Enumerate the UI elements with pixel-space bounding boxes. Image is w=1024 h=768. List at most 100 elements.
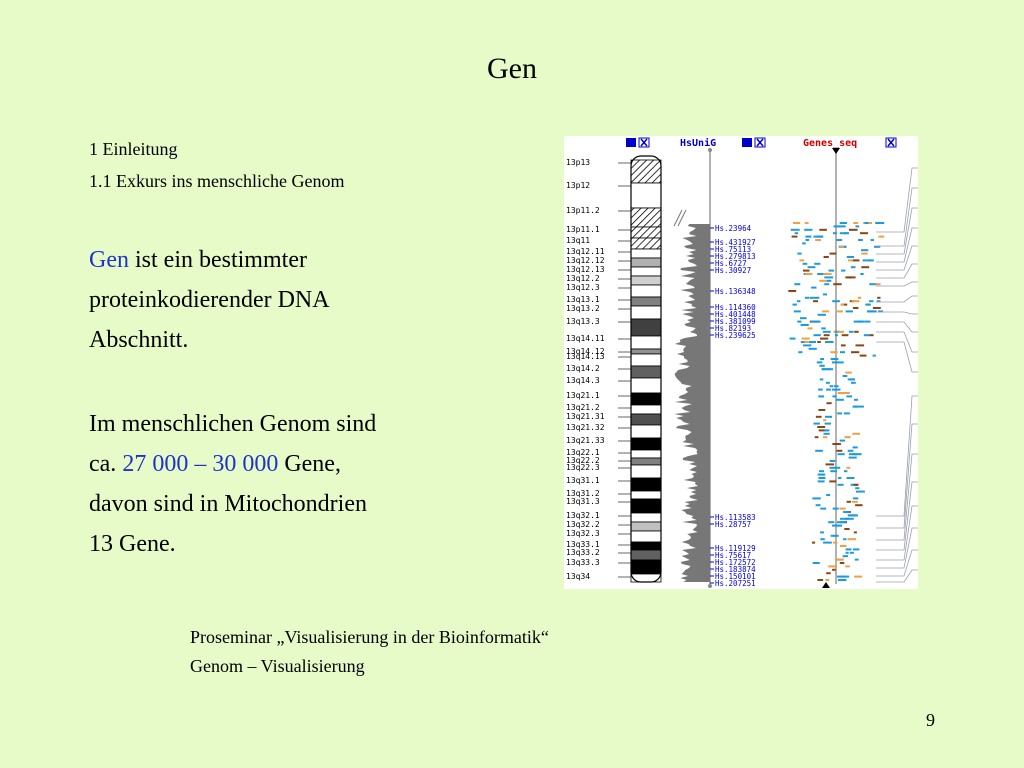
unigene-label: Hs.75113 (715, 245, 751, 254)
band-13q21.31 (630, 413, 662, 426)
gene-definition-line-1: Gen ist ein bestimmter (89, 240, 330, 280)
band-13p13 (630, 159, 662, 184)
band-label: 13q12.12 (566, 256, 605, 265)
unigene-label: Hs.23964 (715, 224, 752, 233)
connector-lines (876, 167, 918, 583)
band-13q13.2 (630, 305, 662, 320)
footer-course-title: Proseminar „Visualisierung in der Bioinf… (190, 627, 549, 647)
band-13q21.2 (630, 404, 662, 415)
band-13q14.12 (630, 348, 662, 355)
band-label: 13q13.3 (566, 317, 600, 326)
band-label: 13q12.11 (566, 247, 605, 256)
slide-title: Gen (487, 52, 537, 85)
band-13q32.1 (630, 512, 662, 523)
band-label: 13q33.2 (566, 548, 600, 557)
band-label: 13q13.1 (566, 295, 600, 304)
band-label: 13q22.3 (566, 463, 600, 472)
band-label: 13q22.2 (566, 456, 600, 465)
track-header-genes-seq: Genes_seq (803, 138, 857, 149)
band-label: 13q31.1 (566, 476, 600, 485)
track-header-icons-left (626, 137, 650, 148)
gene-count-suffix: Gene, (278, 451, 341, 477)
band-13p11.1 (630, 226, 662, 239)
band-13q14.2 (630, 365, 662, 379)
band-label: 13q21.1 (566, 391, 600, 400)
gene-term: Gen (89, 247, 129, 273)
gene-count-paragraph: Im menschlichen Genom sind ca. 27 000 – … (89, 404, 376, 564)
band-13p12 (630, 182, 662, 209)
band-label: 13q32.2 (566, 520, 600, 529)
band-13q21.33 (630, 437, 662, 451)
band-label: 13q14.3 (566, 376, 600, 385)
band-label: 13q12.2 (566, 274, 600, 283)
band-13q22.3 (630, 464, 662, 479)
unigene-label: Hs.28757 (715, 520, 751, 529)
band-13q12.2 (630, 275, 662, 286)
band-label: 13q32.1 (566, 511, 600, 520)
density-shape (674, 224, 710, 582)
band-13q12.3 (630, 284, 662, 298)
gene-definition-text: ist ein bestimmter (128, 247, 307, 273)
band-label: 13q12.3 (566, 283, 600, 292)
band-label: 13p11.2 (566, 206, 600, 215)
unigene-label: Hs.119129 (715, 544, 756, 553)
band-label: 13q21.31 (566, 412, 605, 421)
gene-count-line-3: davon sind in Mitochondrien (89, 491, 367, 517)
gene-definition-line-3: Abschnitt. (89, 327, 189, 353)
band-13q31.3 (630, 498, 662, 514)
unigene-label: Hs.6727 (715, 259, 747, 268)
band-13q12.12 (630, 257, 662, 268)
band-label: 13q31.3 (566, 497, 600, 506)
band-label: 13q14.2 (566, 364, 600, 373)
band-label: 13q21.33 (566, 436, 605, 445)
hsunig-axis-bottom-marker (708, 584, 712, 588)
unigene-label: Hs.82193 (715, 324, 751, 333)
band-label: 13q31.2 (566, 489, 600, 498)
band-13q33.2 (630, 549, 662, 561)
band-label: 13q14.12 (566, 347, 605, 356)
band-13q33.1 (630, 541, 662, 551)
gene-count-range: 27 000 – 30 000 (122, 451, 279, 477)
band-13q14.3 (630, 377, 662, 394)
track-header-hsunig: HsUniG (680, 137, 716, 149)
hsunig-axis-top-marker (708, 148, 712, 152)
page-number: 9 (926, 710, 935, 730)
band-13q12.11 (630, 248, 662, 259)
subsection-heading: 1.1 Exkurs ins menschliche Genom (89, 171, 345, 191)
unigene-label: Hs.183874 (715, 565, 756, 574)
band-label: 13q32.3 (566, 529, 600, 538)
chromosome-figure-svg: HsUniG Genes_seq 13p1313p1213p11.213p11.… (566, 137, 918, 588)
band-label: 13q21.32 (566, 423, 605, 432)
unigene-label: Hs.239625 (715, 331, 756, 340)
band-13q11 (630, 237, 662, 250)
gene-count-prefix: ca. (89, 451, 123, 477)
footer-topic: Genom – Visualisierung (190, 656, 365, 676)
gene-count-line-1: Im menschlichen Genom sind (89, 411, 377, 437)
unigene-label: Hs.30927 (715, 266, 751, 275)
band-13q21.32 (630, 424, 662, 439)
chromosome-ideogram (630, 155, 662, 583)
gene-definition: Gen ist ein bestimmter proteinkodierende… (89, 240, 330, 360)
unigene-label: Hs.114360 (715, 303, 756, 312)
band-13q14.13 (630, 353, 662, 367)
gene-count-line-2: ca. 27 000 – 30 000 Gene, (89, 444, 376, 484)
track-header-icons-mid (742, 137, 766, 148)
band-13q14.11 (630, 335, 662, 350)
track-header-icons-right (885, 137, 897, 148)
unigene-labels: Hs.23964Hs.431927Hs.75113Hs.279813Hs.672… (710, 224, 756, 588)
band-13q12.13 (630, 266, 662, 277)
band-label: 13q34 (566, 572, 590, 581)
band-13q31.2 (630, 490, 662, 500)
band-label: 13q11 (566, 236, 590, 245)
band-13q33.3 (630, 559, 662, 575)
band-label: 13q13.2 (566, 304, 600, 313)
unigene-label: Hs.207251 (715, 579, 756, 588)
band-label: 13q22.1 (566, 448, 600, 457)
band-13q32.3 (630, 530, 662, 543)
band-label: 13q14.13 (566, 352, 605, 361)
band-label: 13p13 (566, 158, 590, 167)
band-label: 13q33.1 (566, 540, 600, 549)
band-13q21.1 (630, 392, 662, 406)
unigene-label: Hs.381099 (715, 317, 756, 326)
